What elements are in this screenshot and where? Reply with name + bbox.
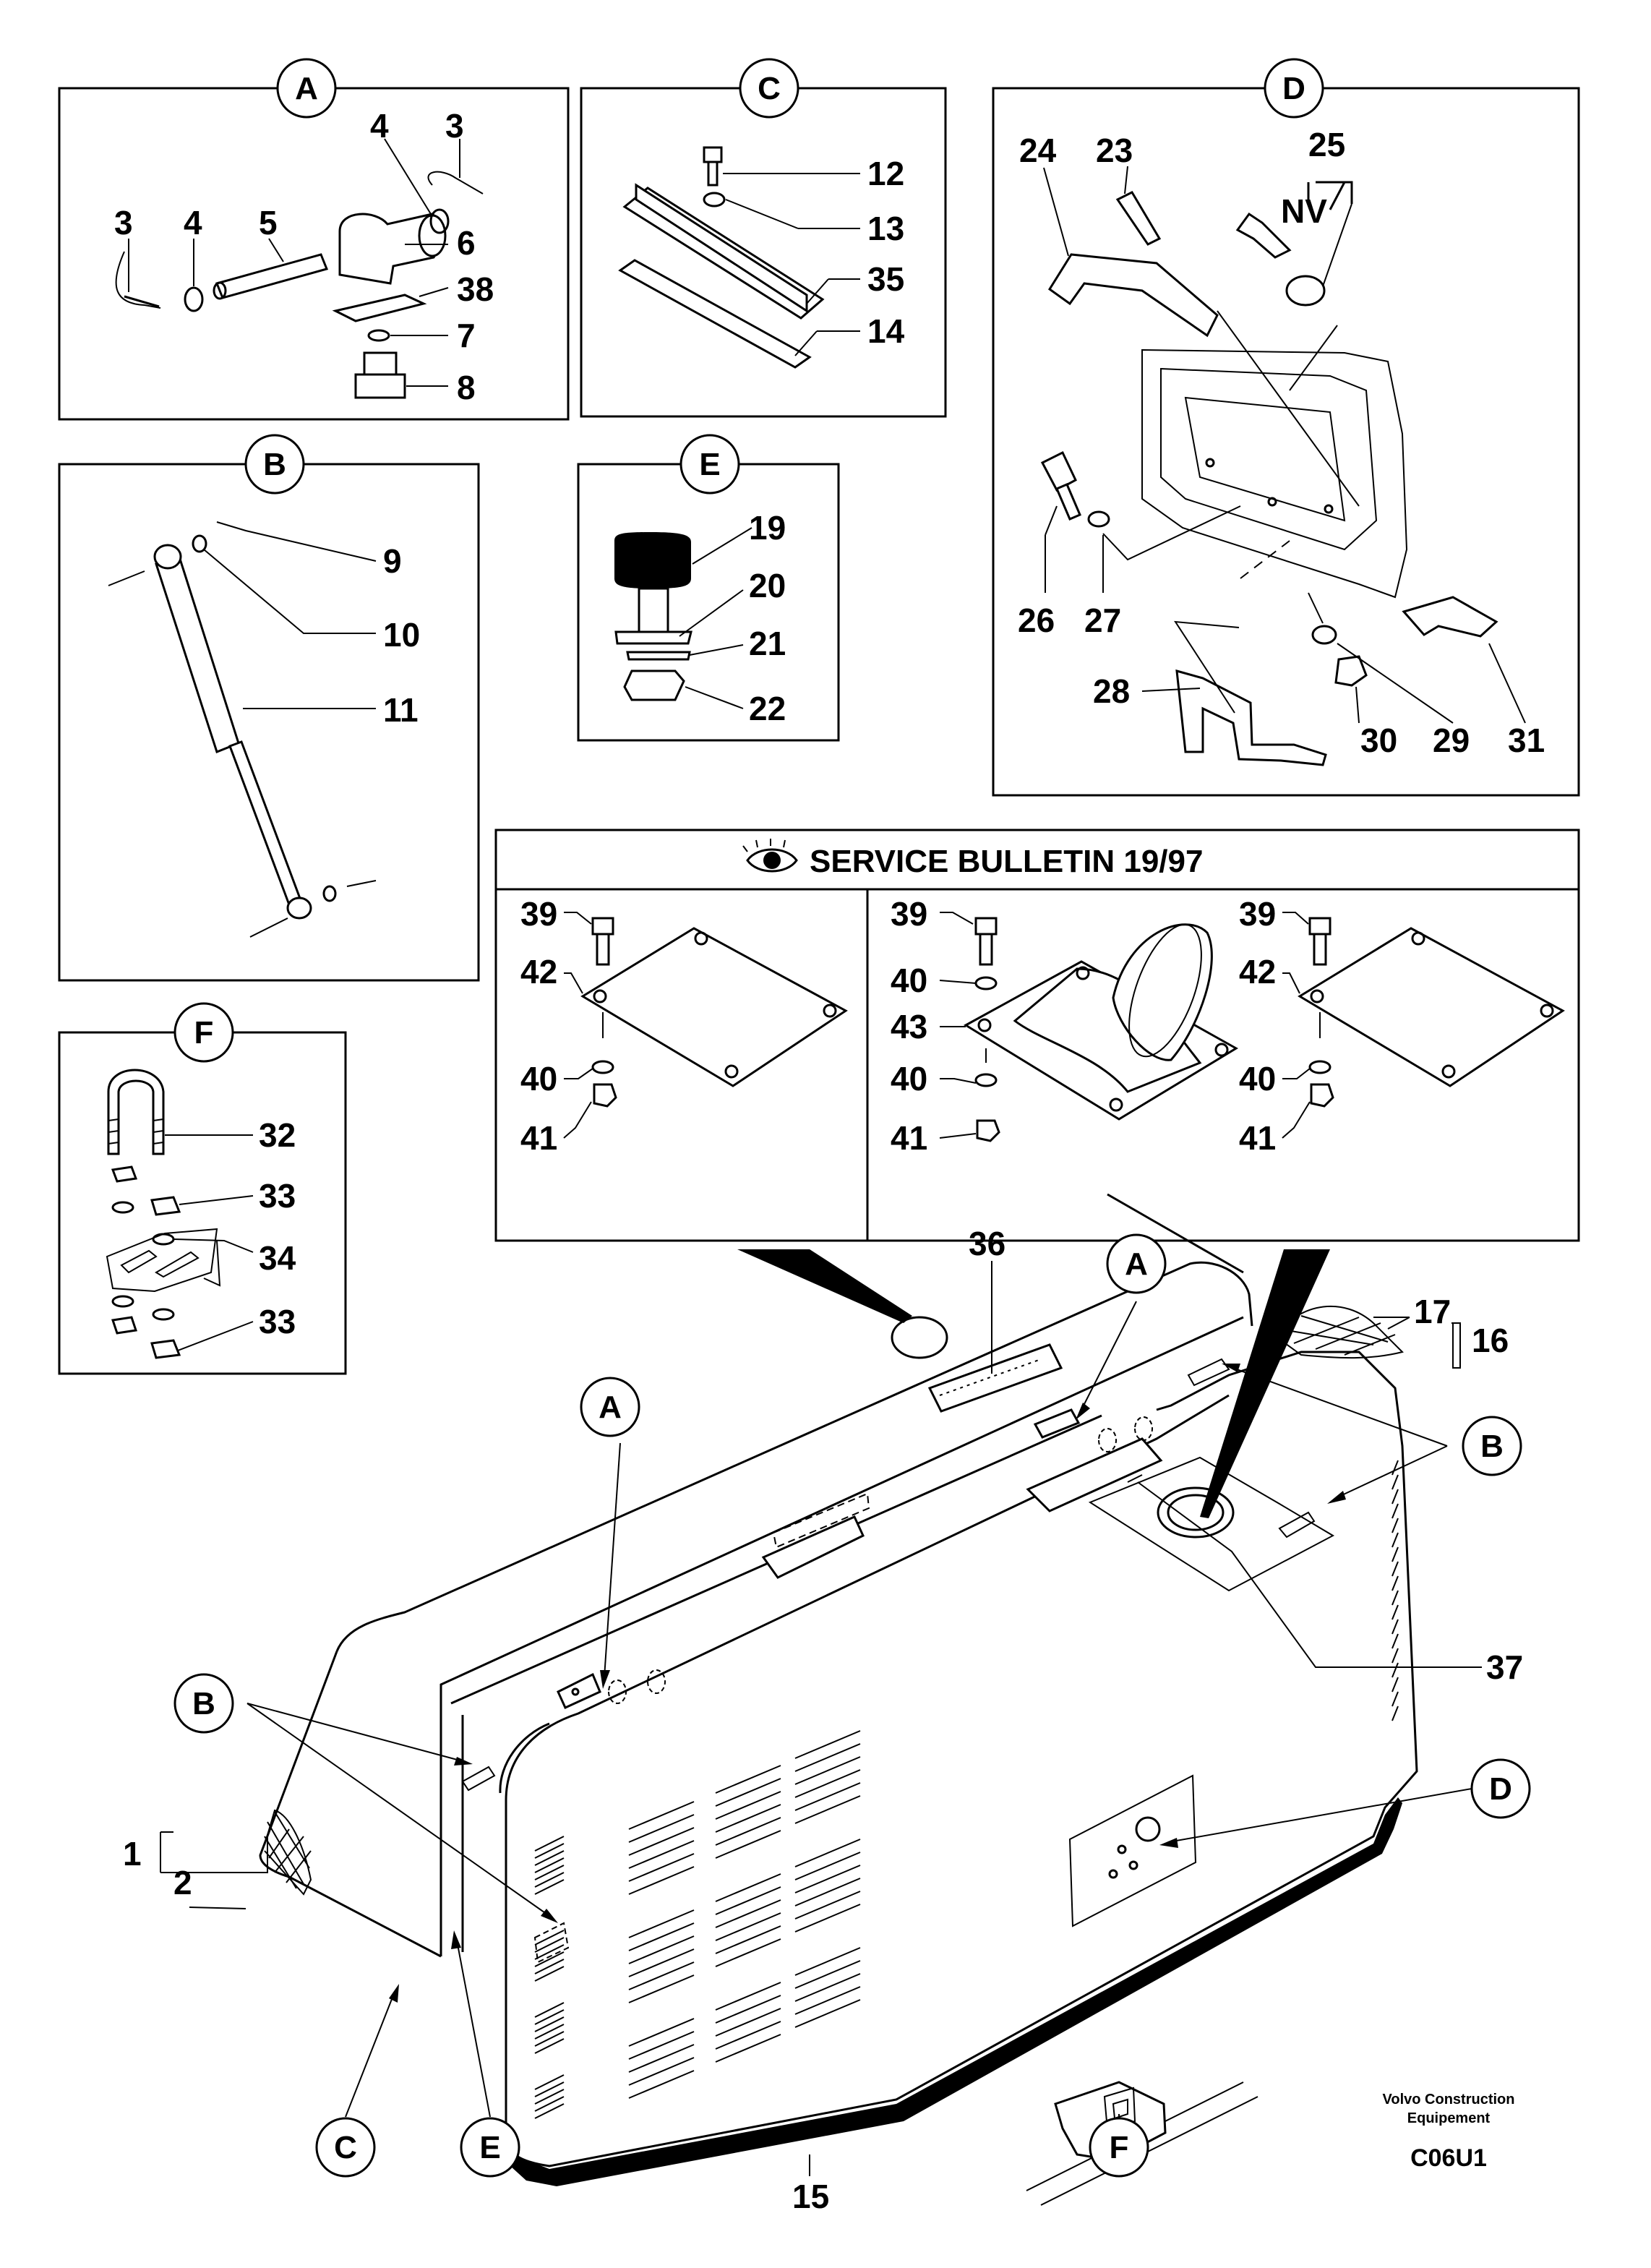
label-33a: 33 — [259, 1177, 296, 1215]
label-4a: 4 — [184, 204, 202, 241]
label-38: 38 — [457, 270, 494, 308]
label-24: 24 — [1019, 132, 1057, 169]
label-14: 14 — [867, 312, 905, 350]
callout-circles — [173, 1233, 1531, 2178]
label-37: 37 — [1486, 1648, 1523, 1686]
label-32: 32 — [259, 1116, 296, 1154]
label-30: 30 — [1360, 722, 1397, 759]
sb3-label-39: 39 — [1239, 895, 1276, 933]
panel-b: B 9 10 11 — [58, 434, 480, 982]
sb2-label-39: 39 — [891, 895, 927, 933]
sb3-label-41: 41 — [1239, 1119, 1276, 1157]
panel-c-title: C — [758, 71, 781, 106]
label-31: 31 — [1508, 722, 1545, 759]
panel-e: E 19 20 21 22 — [577, 434, 840, 742]
vents-front — [628, 1730, 861, 2099]
label-29: 29 — [1433, 722, 1470, 759]
panel-b-title: B — [263, 447, 286, 482]
label-28: 28 — [1093, 672, 1130, 710]
label-10: 10 — [383, 616, 420, 654]
sb2-label-40a: 40 — [891, 962, 927, 999]
panel-e-title: E — [699, 447, 720, 482]
label-13: 13 — [867, 210, 904, 247]
service-bulletin-panel: SERVICE BULLETIN 19/97 39 42 40 41 — [494, 829, 1580, 1242]
sb1-label-39: 39 — [520, 895, 557, 933]
label-23: 23 — [1096, 132, 1133, 169]
panel-d-title: D — [1282, 71, 1305, 106]
label-3a: 3 — [114, 204, 133, 241]
label-nv: NV — [1281, 192, 1327, 230]
callout-c: C — [334, 2130, 357, 2165]
sb1-label-42: 42 — [520, 953, 557, 990]
callout-b-left: B — [192, 1686, 215, 1721]
label-8: 8 — [457, 369, 476, 406]
label-25: 25 — [1308, 126, 1345, 163]
label-17: 17 — [1414, 1293, 1451, 1330]
label-16: 16 — [1472, 1322, 1509, 1359]
company-name-line1: Volvo Construction — [1383, 2092, 1515, 2107]
sb3-label-40: 40 — [1239, 1060, 1276, 1097]
label-12: 12 — [867, 155, 904, 192]
label-27: 27 — [1084, 602, 1121, 639]
label-22: 22 — [749, 690, 786, 727]
label-1: 1 — [123, 1835, 142, 1873]
panel-a-title: A — [295, 71, 318, 106]
drawing-code: C06U1 — [1410, 2144, 1487, 2172]
sb2-label-40b: 40 — [891, 1060, 927, 1097]
panel-f-title: F — [194, 1015, 214, 1050]
vents-left — [534, 1836, 565, 2119]
label-15: 15 — [792, 2178, 829, 2215]
callout-e: E — [479, 2130, 500, 2165]
callout-f: F — [1110, 2130, 1129, 2165]
sb1-label-41: 41 — [520, 1119, 557, 1157]
pointer-wedge-right — [1200, 1249, 1330, 1518]
label-26: 26 — [1018, 602, 1055, 639]
label-11: 11 — [383, 691, 419, 729]
callout-a-top: A — [1125, 1246, 1148, 1282]
company-name-line2: Equipement — [1407, 2110, 1491, 2126]
label-6: 6 — [457, 224, 476, 262]
label-3b: 3 — [445, 107, 464, 145]
label-5: 5 — [259, 204, 278, 241]
label-19: 19 — [749, 509, 786, 547]
panel-d: D — [992, 58, 1580, 797]
label-34: 34 — [259, 1239, 296, 1277]
panel-c: C 12 13 35 14 — [580, 58, 947, 418]
panel-a: A 3 4 5 4 3 6 38 7 — [58, 58, 570, 421]
label-2: 2 — [173, 1864, 192, 1901]
sb1-label-40: 40 — [520, 1060, 557, 1097]
service-bulletin-title: SERVICE BULLETIN 19/97 — [810, 844, 1203, 879]
label-7: 7 — [457, 317, 476, 354]
sb2-label-43: 43 — [891, 1008, 927, 1045]
callout-b-right: B — [1480, 1429, 1504, 1464]
callout-a-left: A — [599, 1390, 622, 1425]
label-36: 36 — [969, 1225, 1005, 1262]
label-20: 20 — [749, 567, 786, 604]
label-21: 21 — [749, 625, 786, 662]
sb2-label-41: 41 — [891, 1119, 927, 1157]
panel-f: F 32 33 34 33 — [58, 1002, 347, 1375]
label-35: 35 — [867, 260, 904, 298]
label-9: 9 — [383, 542, 402, 580]
sb3-label-42: 42 — [1239, 953, 1276, 990]
label-33b: 33 — [259, 1303, 296, 1340]
label-4b: 4 — [370, 107, 389, 145]
pointer-arrows — [246, 1301, 1472, 2146]
eye-icon — [742, 839, 798, 873]
pointer-wedge-left — [737, 1249, 912, 1323]
callout-d: D — [1489, 1771, 1512, 1807]
